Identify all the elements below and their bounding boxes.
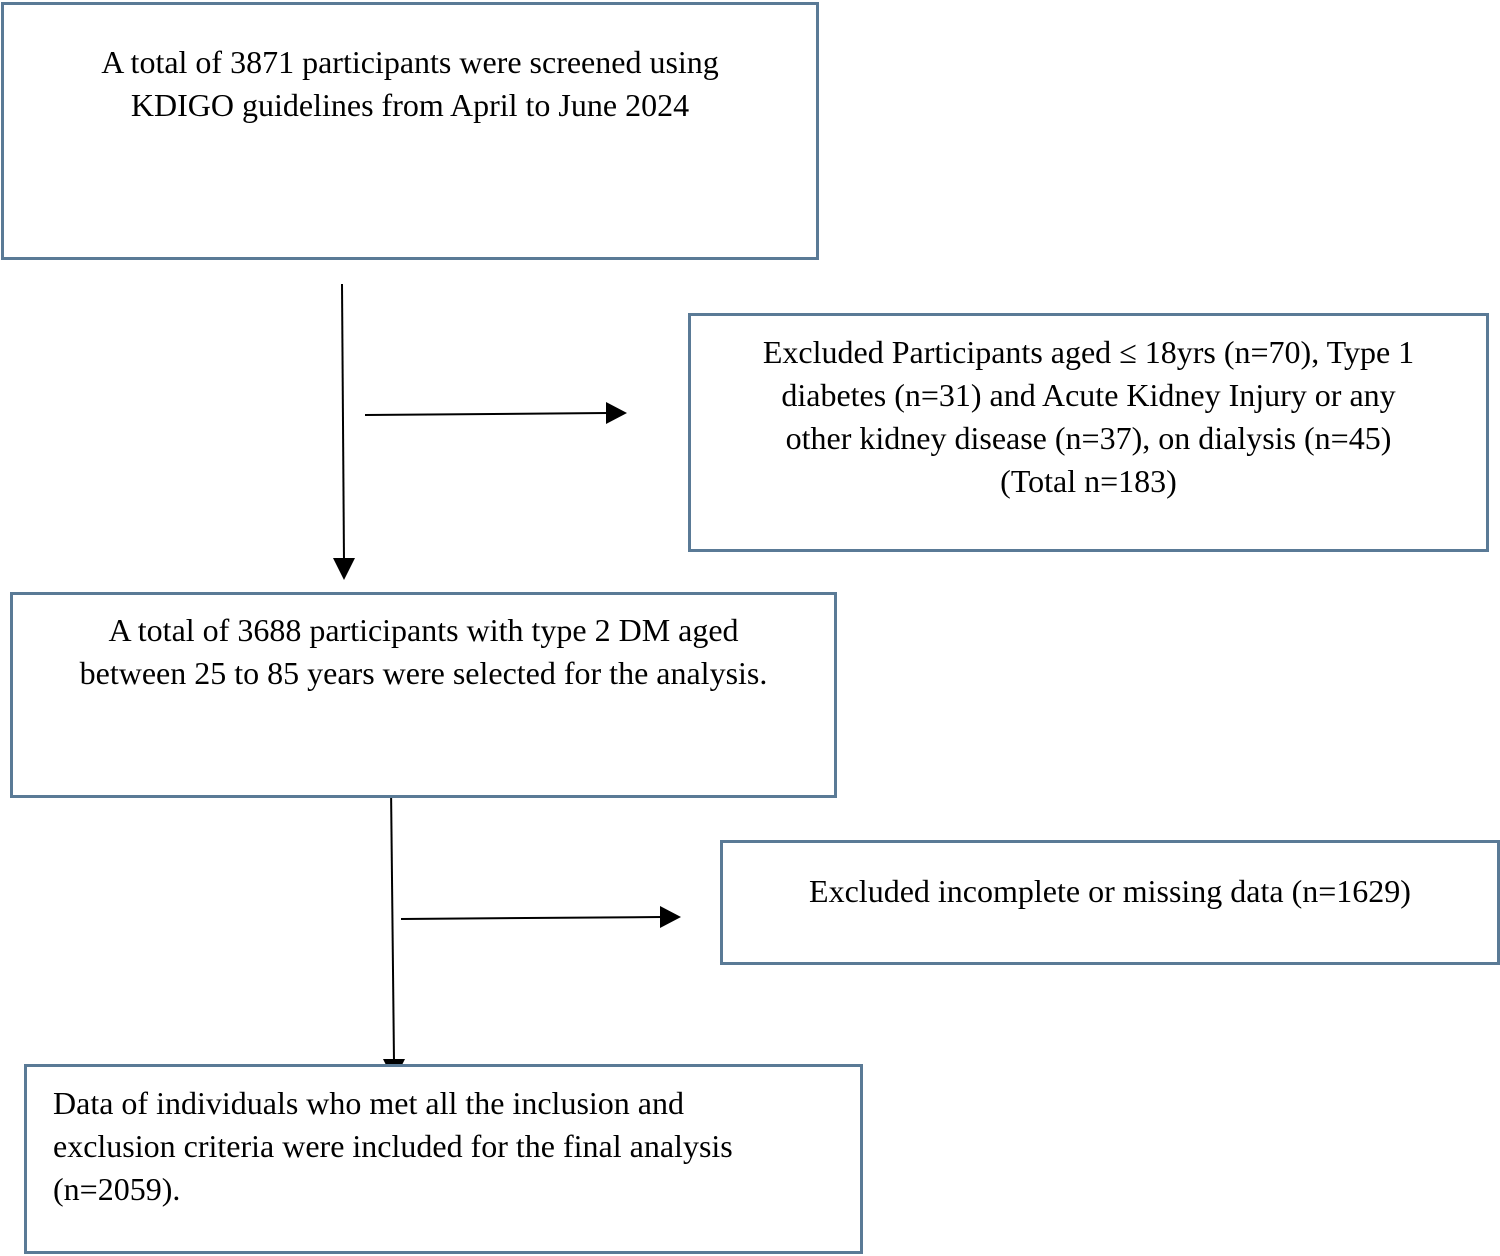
screened-participants-text: A total of 3871 participants were screen… xyxy=(101,44,719,123)
arrow-to-exclusion-2 xyxy=(400,906,681,928)
arrow-screened-to-selected xyxy=(333,283,355,580)
selected-participants-box: A total of 3688 participants with type 2… xyxy=(10,592,837,798)
final-analysis-box: Data of individuals who met all the incl… xyxy=(24,1064,863,1254)
arrow-selected-to-final xyxy=(383,786,405,1081)
screened-participants-box: A total of 3871 participants were screen… xyxy=(1,2,819,260)
excluded-participants-text: Excluded Participants aged ≤ 18yrs (n=70… xyxy=(762,334,1415,499)
final-analysis-text: Data of individuals who met all the incl… xyxy=(53,1085,733,1207)
selected-participants-text: A total of 3688 participants with type 2… xyxy=(79,612,768,691)
excluded-missing-data-box: Excluded incomplete or missing data (n=1… xyxy=(720,840,1500,965)
arrow-to-exclusion-1 xyxy=(364,402,627,424)
excluded-missing-data-text: Excluded incomplete or missing data (n=1… xyxy=(809,873,1411,909)
excluded-participants-box: Excluded Participants aged ≤ 18yrs (n=70… xyxy=(688,313,1489,552)
